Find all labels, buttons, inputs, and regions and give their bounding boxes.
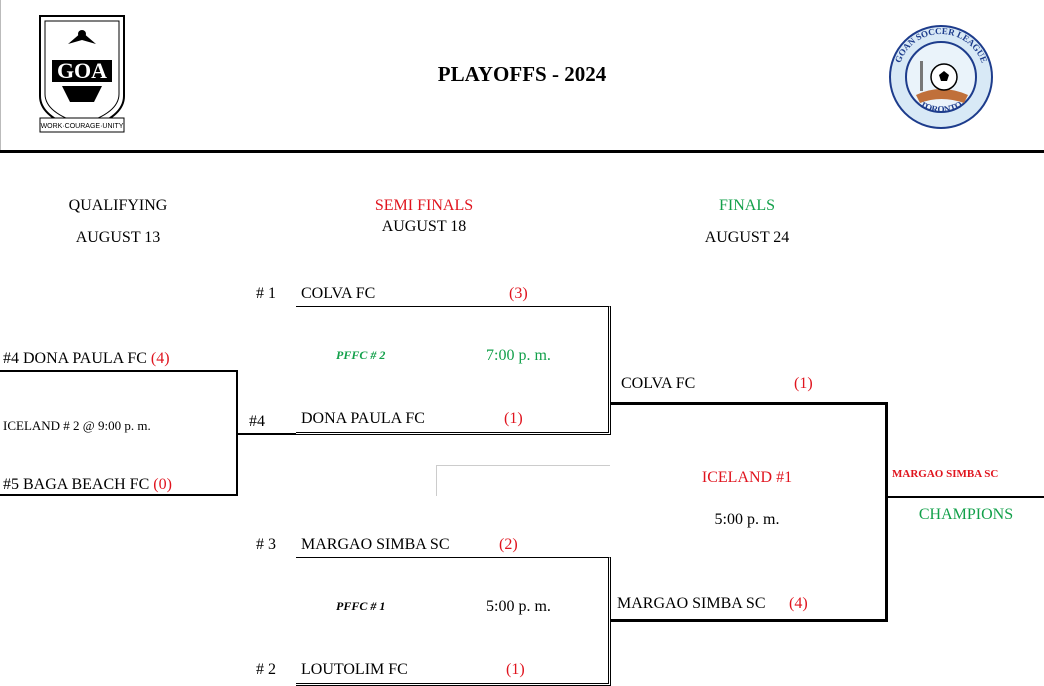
seal-ring-bottom: TORONTO: [918, 99, 963, 114]
semi1-time: 7:00 p. m.: [486, 347, 551, 364]
semi2-team-top: MARGAO SIMBA SC: [301, 536, 450, 553]
svg-text:TORONTO: TORONTO: [918, 99, 963, 114]
finals-date: AUGUST 24: [704, 229, 790, 246]
bracket-line: [888, 496, 1044, 498]
qualifying-team-2: #5 BAGA BEACH FC (0): [3, 476, 172, 494]
semi2-time: 5:00 p. m.: [486, 598, 551, 615]
bracket-line: [885, 402, 888, 622]
semi2-score-top: (2): [499, 536, 518, 553]
finals-title: FINALS: [718, 197, 776, 214]
champions-label: CHAMPIONS: [918, 506, 1014, 523]
semi2-venue: PFFC # 1: [336, 599, 386, 613]
qualifying-team-1: #4 DONA PAULA FC (4): [3, 350, 170, 368]
qualifying-date: AUGUST 13: [75, 229, 161, 246]
final-score-top: (1): [794, 375, 813, 392]
bracket-line: [611, 619, 888, 622]
final-venue: ICELAND #1: [701, 469, 793, 486]
team-name: #5 BAGA BEACH FC: [3, 476, 150, 493]
semi2-bracket: [296, 557, 611, 686]
bracket-line: [238, 433, 296, 435]
semi1-bracket: [296, 306, 611, 435]
page-title: PLAYOFFS - 2024: [437, 62, 607, 86]
semi1-team-top: COLVA FC: [301, 285, 376, 302]
bracket-line: [0, 494, 238, 496]
semis-date: AUGUST 18: [381, 218, 467, 235]
semis-title: SEMI FINALS: [374, 197, 474, 214]
semi1-score-bottom: (1): [504, 410, 523, 427]
soccer-league-seal-icon: GOAN SOCCER LEAGUE TORONTO: [889, 25, 993, 129]
semi1-team-bottom: DONA PAULA FC: [301, 410, 425, 427]
semi1-seed-top: # 1: [256, 285, 276, 302]
champion-team: MARGAO SIMBA SC: [892, 468, 999, 480]
goa-emblem-icon: GOA WORK·COURAGE·UNITY: [39, 15, 125, 133]
faint-divider: [436, 465, 610, 496]
semi2-seed-top: # 3: [256, 536, 276, 553]
header-rule: [0, 150, 1044, 153]
final-score-bottom: (4): [789, 595, 808, 612]
team-name: #4 DONA PAULA FC: [3, 350, 147, 367]
semi2-seed-bottom: # 2: [256, 661, 276, 678]
team-score: (4): [150, 350, 170, 367]
page-edge: [0, 0, 1, 152]
goa-motto: WORK·COURAGE·UNITY: [41, 123, 124, 130]
final-team-bottom: MARGAO SIMBA SC: [617, 595, 766, 612]
qualifying-title: QUALIFYING: [68, 197, 168, 214]
goa-logo-text: GOA: [57, 58, 107, 83]
final-time: 5:00 p. m.: [714, 511, 780, 528]
semi1-seed-bottom: #4: [249, 413, 265, 430]
bracket-line: [0, 370, 238, 372]
semi2-team-bottom: LOUTOLIM FC: [301, 661, 408, 678]
final-team-top: COLVA FC: [621, 375, 696, 392]
semi1-score-top: (3): [509, 285, 528, 302]
bracket-line: [611, 402, 888, 405]
team-score: (0): [153, 476, 172, 493]
qualifying-venue: ICELAND # 2 @ 9:00 p. m.: [3, 418, 151, 433]
semi1-venue: PFFC # 2: [336, 348, 386, 362]
semi2-score-bottom: (1): [506, 661, 525, 678]
bracket-line: [236, 370, 238, 496]
